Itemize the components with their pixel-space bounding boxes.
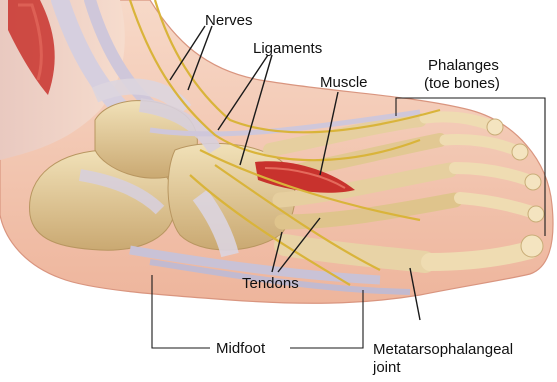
- label-nerves: Nerves: [205, 12, 253, 29]
- label-mtp-joint: Metatarsophalangeal: [373, 341, 513, 358]
- label-phalanges-subtitle: (toe bones): [424, 75, 500, 92]
- label-midfoot: Midfoot: [216, 340, 265, 357]
- label-phalanges: Phalanges: [428, 57, 499, 74]
- label-ligaments: Ligaments: [253, 40, 322, 57]
- label-muscle: Muscle: [320, 74, 368, 91]
- label-mtp-joint-line2: joint: [373, 359, 401, 376]
- label-tendons: Tendons: [242, 275, 299, 292]
